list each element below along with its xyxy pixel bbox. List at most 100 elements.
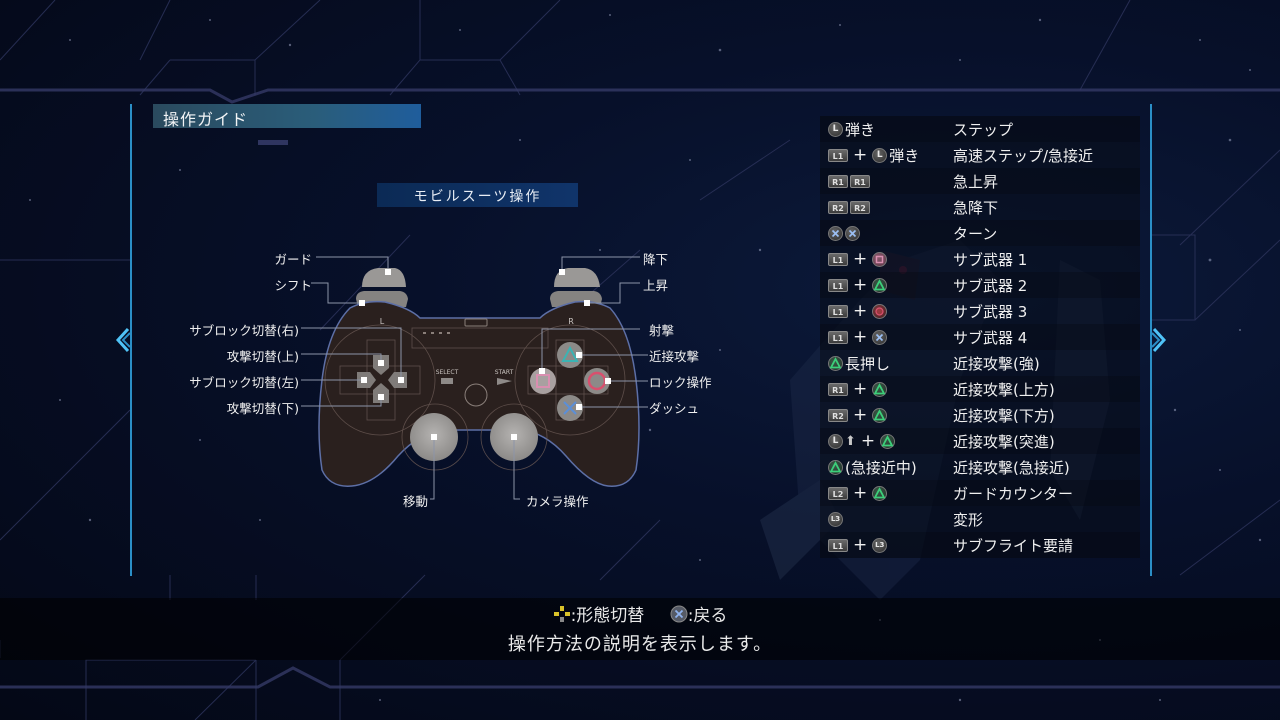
left-frame-line (130, 104, 132, 576)
label-descend: 降下 (643, 252, 669, 267)
plus-icon: + (853, 405, 868, 425)
triangle-button-icon (872, 407, 888, 423)
control-keys: L1 + (828, 275, 888, 295)
r2-button-icon: R2 (850, 200, 870, 214)
label-shift: シフト (274, 278, 312, 293)
dpad-icon (553, 605, 570, 622)
left-stick-icon: L (828, 433, 843, 449)
control-keys: L1 +L3 (828, 535, 888, 555)
svg-text:START: START (495, 369, 514, 376)
triangle-button-icon (828, 459, 843, 475)
label-sublock-right: サブロック切替(右) (189, 323, 299, 338)
label-ascend: 上昇 (643, 278, 669, 293)
previous-page-arrow-icon[interactable] (114, 327, 132, 353)
r1-button-icon: R1 (828, 382, 848, 396)
control-row: L1+サブ武器 4 (820, 324, 1140, 350)
key-text: 長押し (845, 354, 891, 373)
control-action: サブ武器 3 (953, 303, 1028, 321)
control-action: ターン (953, 225, 998, 243)
triangle-button-icon (880, 433, 896, 449)
label-shoot: 射撃 (649, 323, 675, 338)
control-row: L1+ サブ武器 1 (820, 246, 1140, 272)
label-attack-up: 攻撃切替(上) (226, 349, 299, 364)
plus-icon: + (853, 535, 868, 555)
l1-button-icon: L1 (828, 538, 848, 552)
plus-icon: + (853, 275, 868, 295)
control-action: 急降下 (953, 199, 999, 217)
cross-button-icon (828, 225, 843, 241)
control-row: R2+近接攻撃(下方) (820, 402, 1140, 428)
key-text: 弾き (845, 120, 876, 139)
plus-icon: + (853, 301, 868, 321)
control-keys: R2 + (828, 405, 888, 425)
section-title: モビルスーツ操作 (413, 189, 542, 205)
hint-switch-form[interactable]: :形態切替 (553, 601, 644, 626)
l1-button-icon: L1 (828, 278, 848, 292)
control-action: 近接攻撃(強) (953, 355, 1040, 373)
label-lock: ロック操作 (649, 375, 712, 390)
label-melee: 近接攻撃 (649, 349, 700, 364)
control-keys: L⬆+ (828, 431, 896, 451)
l1-button-icon: L1 (828, 330, 848, 344)
next-page-arrow-icon[interactable] (1150, 327, 1168, 353)
r1-button-icon: R1 (850, 174, 870, 188)
r2-button-icon: R2 (828, 200, 848, 214)
control-row: L1 +L3 サブフライト要請 (820, 532, 1140, 558)
control-action: 急上昇 (953, 173, 999, 191)
control-action: 高速ステップ/急接近 (953, 147, 1094, 165)
control-keys: L3 (828, 509, 843, 529)
plus-icon: + (860, 431, 876, 451)
page-title: 操作ガイド (163, 110, 249, 129)
control-row: ターン (820, 220, 1140, 246)
r2-button-icon: R2 (828, 408, 848, 422)
l3-stick-icon: L3 (872, 537, 888, 553)
key-text: 弾き (889, 146, 920, 165)
plus-icon: + (853, 379, 868, 399)
l2-trigger (362, 268, 600, 287)
svg-text:R: R (568, 317, 574, 326)
plus-icon: + (853, 327, 868, 347)
control-row: L⬆+ 近接攻撃(突進) (820, 428, 1140, 454)
control-keys: L1+ (828, 301, 888, 321)
control-row: L2+ ガードカウンター (820, 480, 1140, 506)
control-row: R1+近接攻撃(上方) (820, 376, 1140, 402)
control-keys: R1 + (828, 379, 888, 399)
control-action: ステップ (953, 121, 1014, 139)
l1-button-icon: L1 (828, 252, 848, 266)
label-camera: カメラ操作 (526, 494, 589, 509)
footer-band (0, 598, 1280, 660)
control-keys: 長押し (828, 353, 890, 373)
control-keys: L1+ (828, 249, 888, 269)
section-title-bar: モビルスーツ操作 (377, 183, 578, 207)
control-keys (828, 223, 860, 243)
control-keys: L1 + (828, 327, 888, 347)
l1-button-icon: L1 (828, 148, 848, 162)
triangle-button-icon (872, 381, 888, 397)
control-action: 近接攻撃(急接近) (953, 459, 1070, 477)
cross-button-icon (845, 225, 860, 241)
cross-button-icon (670, 605, 688, 622)
circle-button-icon (872, 303, 888, 319)
triangle-button-icon (828, 355, 843, 371)
hint-back[interactable]: :戻る (670, 601, 727, 626)
l2-button-icon: L2 (828, 486, 848, 500)
label-sublock-left: サブロック切替(左) (189, 375, 299, 390)
r1-button-icon: R1 (828, 174, 848, 188)
control-action: サブ武器 1 (953, 251, 1028, 269)
control-keys: (急接近中) (828, 457, 917, 477)
control-action: サブフライト要請 (953, 537, 1074, 555)
key-text: (急接近中) (845, 458, 917, 477)
control-action: 近接攻撃(突進) (953, 433, 1055, 451)
plus-icon: + (853, 145, 868, 165)
label-attack-down: 攻撃切替(下) (226, 401, 299, 416)
footer-hints: :形態切替 :戻る (0, 601, 1280, 628)
control-keys: L2+ (828, 483, 888, 503)
control-action: ガードカウンター (953, 485, 1074, 503)
square-button-icon (872, 251, 888, 267)
label-guard: ガード (274, 252, 312, 267)
control-row: (急接近中) 近接攻撃(急接近) (820, 454, 1140, 480)
